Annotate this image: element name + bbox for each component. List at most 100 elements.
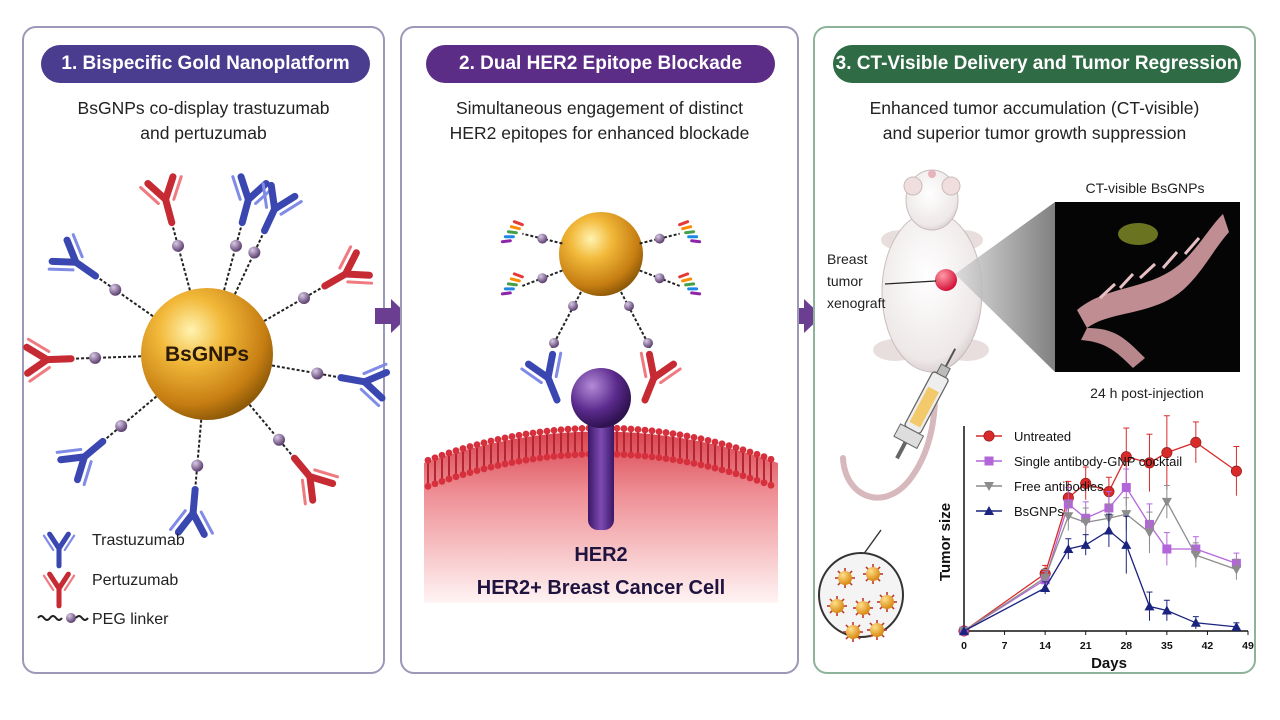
nanoparticle-core xyxy=(870,623,884,637)
gold-nanoparticle-core xyxy=(141,288,273,420)
lipid-head-inner xyxy=(438,477,446,485)
lipid-head-outer xyxy=(655,428,663,436)
rainbow-antibody-segment xyxy=(678,220,690,227)
peg-linker xyxy=(236,222,244,241)
rainbow-antibody-segment xyxy=(512,220,524,227)
legend-peg-linker: PEG linker xyxy=(92,611,169,628)
nanoparticle-core xyxy=(880,595,894,609)
lipid-head-outer xyxy=(690,433,698,441)
peg-bead xyxy=(191,459,204,472)
nanoparticle-dot xyxy=(867,620,887,640)
data-point xyxy=(984,456,994,466)
data-point xyxy=(1190,617,1201,627)
rainbow-antibody-segment xyxy=(512,272,524,279)
her2-label: HER2 xyxy=(574,544,627,566)
lipid-head-outer xyxy=(746,448,754,456)
peg-linker xyxy=(95,275,111,288)
lipid-head-outer xyxy=(683,432,691,440)
rainbow-antibody-segment xyxy=(684,282,696,287)
lipid-head-inner xyxy=(732,470,740,478)
nanoparticle-dot xyxy=(853,598,873,618)
trastuzumab-antibody xyxy=(48,234,108,294)
lipid-head-inner xyxy=(515,457,523,465)
nanoparticle-core xyxy=(866,567,880,581)
nanoparticle-dot xyxy=(877,592,897,612)
lipid-head-inner xyxy=(564,451,572,459)
legend-label: Untreated xyxy=(1014,429,1071,444)
lipid-head-inner xyxy=(634,452,642,459)
lipid-head-outer xyxy=(557,426,565,434)
legend-label: BsGNPs xyxy=(1014,504,1064,519)
peg-bead xyxy=(229,239,242,252)
gold-nanoparticle xyxy=(559,212,643,296)
peg-bead xyxy=(311,367,324,380)
ct-projection-cone xyxy=(955,202,1055,372)
lipid-head-inner xyxy=(669,456,677,463)
chart-ylabel: Tumor size xyxy=(937,503,954,581)
rainbow-antibody-segment xyxy=(678,272,690,279)
lipid-head-inner xyxy=(641,452,649,460)
lipid-head-outer xyxy=(641,426,649,434)
antibody-spoke xyxy=(48,234,154,317)
antibody-spoke xyxy=(140,175,192,291)
lipid-head-inner xyxy=(711,464,719,472)
series-bsgnps xyxy=(959,513,1242,635)
lipid-head-outer xyxy=(564,425,572,433)
peg-bead xyxy=(89,351,102,364)
lipid-head-outer xyxy=(711,438,719,446)
lipid-head-outer xyxy=(445,449,453,457)
panel-3-subtitle-line-2: and superior tumor growth suppression xyxy=(882,123,1187,143)
peg-bead xyxy=(537,273,548,284)
lipid-head-inner xyxy=(718,466,726,474)
lipid-head-inner xyxy=(704,462,712,470)
lipid-head-outer xyxy=(627,425,635,433)
data-point xyxy=(984,506,994,515)
x-tick-label: 7 xyxy=(1002,640,1008,652)
data-point xyxy=(1063,512,1074,522)
x-tick-label: 35 xyxy=(1161,640,1173,652)
lipid-head-outer xyxy=(452,447,460,455)
pertuzumab-legend-icon xyxy=(44,574,74,606)
data-point xyxy=(1231,565,1242,575)
peg-linker xyxy=(99,355,142,359)
x-tick-label: 49 xyxy=(1242,640,1254,652)
trastuzumab-antibody xyxy=(56,425,117,485)
rainbow-antibody-segment xyxy=(506,282,518,287)
lipid-head-outer xyxy=(697,435,705,443)
panel-her2-blockade: 2. Dual HER2 Epitope Blockade Simultaneo… xyxy=(400,26,799,674)
lipid-head-outer xyxy=(529,429,537,437)
data-point xyxy=(1040,573,1051,583)
ct-image-title: CT-visible BsGNPs xyxy=(1085,180,1204,196)
trastuzumab-antibody xyxy=(521,351,576,408)
lipid-head-inner xyxy=(690,459,698,467)
lipid-head-outer xyxy=(620,425,628,432)
peg-linker xyxy=(282,443,296,459)
lipid-head-inner xyxy=(557,452,565,460)
nanoparticle-diagram: BsGNPs Trastuzumab Pertuzumab PEG linker xyxy=(24,28,387,628)
lipid-head-outer xyxy=(662,429,670,436)
panel-3-subtitle-line-1: Enhanced tumor accumulation (CT-visible) xyxy=(869,98,1200,118)
lipid-head-inner xyxy=(550,452,558,460)
data-point xyxy=(1120,451,1132,463)
lipid-head-outer xyxy=(634,426,642,433)
series-line xyxy=(963,441,1237,632)
x-tick-label: 0 xyxy=(961,640,967,652)
peg-linker xyxy=(550,291,582,350)
lipid-head-inner xyxy=(480,465,488,473)
lipid-head-outer xyxy=(578,424,586,432)
lipid-head-outer xyxy=(522,430,530,438)
lipid-head-inner xyxy=(655,454,663,462)
legend-label: Single antibody-GNP cocktail xyxy=(1014,454,1182,469)
panel-3-title: 3. CT-Visible Delivery and Tumor Regress… xyxy=(833,45,1241,83)
antibody-spoke xyxy=(233,182,302,295)
lipid-head-outer xyxy=(571,425,579,433)
pertuzumab-antibody xyxy=(314,246,373,304)
core-label: BsGNPs xyxy=(165,343,249,366)
panel-1-subtitle-line-1: BsGNPs co-display trastuzumab xyxy=(77,98,330,118)
arrow-right-icon xyxy=(788,299,822,333)
lipid-head-outer xyxy=(424,456,432,464)
lipid-head-outer xyxy=(466,443,474,450)
antibody-spoke xyxy=(26,338,142,382)
pertuzumab-antibody xyxy=(626,351,681,408)
